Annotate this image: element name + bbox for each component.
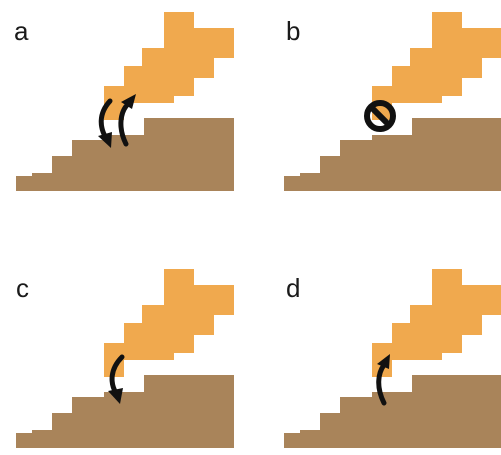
- panel-d: d: [282, 265, 501, 455]
- panel-a-drawing: [16, 12, 234, 191]
- no-entry-icon: [364, 100, 396, 132]
- panel-a: a: [14, 8, 234, 198]
- top-step-block: [104, 269, 234, 377]
- top-step-block: [372, 269, 501, 377]
- panel-label-a: a: [14, 16, 29, 46]
- top-step-block: [104, 12, 234, 120]
- panel-b-drawing: [284, 12, 501, 191]
- down-arrow-icon: [98, 98, 113, 148]
- bottom-step-block: [16, 118, 234, 191]
- up-arrow-icon: [376, 354, 390, 406]
- up-arrow-icon: [118, 94, 136, 147]
- bottom-step-block: [16, 375, 234, 448]
- bottom-step-block: [284, 375, 501, 448]
- down-arrow-icon: [108, 354, 125, 404]
- panel-b: b: [282, 8, 501, 198]
- top-step-block: [372, 12, 501, 120]
- panel-label-c: c: [16, 273, 29, 303]
- panel-label-d: d: [286, 273, 301, 303]
- panel-c: c: [14, 265, 234, 455]
- panel-c-drawing: [16, 269, 234, 448]
- panel-d-drawing: [284, 269, 501, 448]
- bottom-step-block: [284, 118, 501, 191]
- panel-label-b: b: [286, 16, 301, 46]
